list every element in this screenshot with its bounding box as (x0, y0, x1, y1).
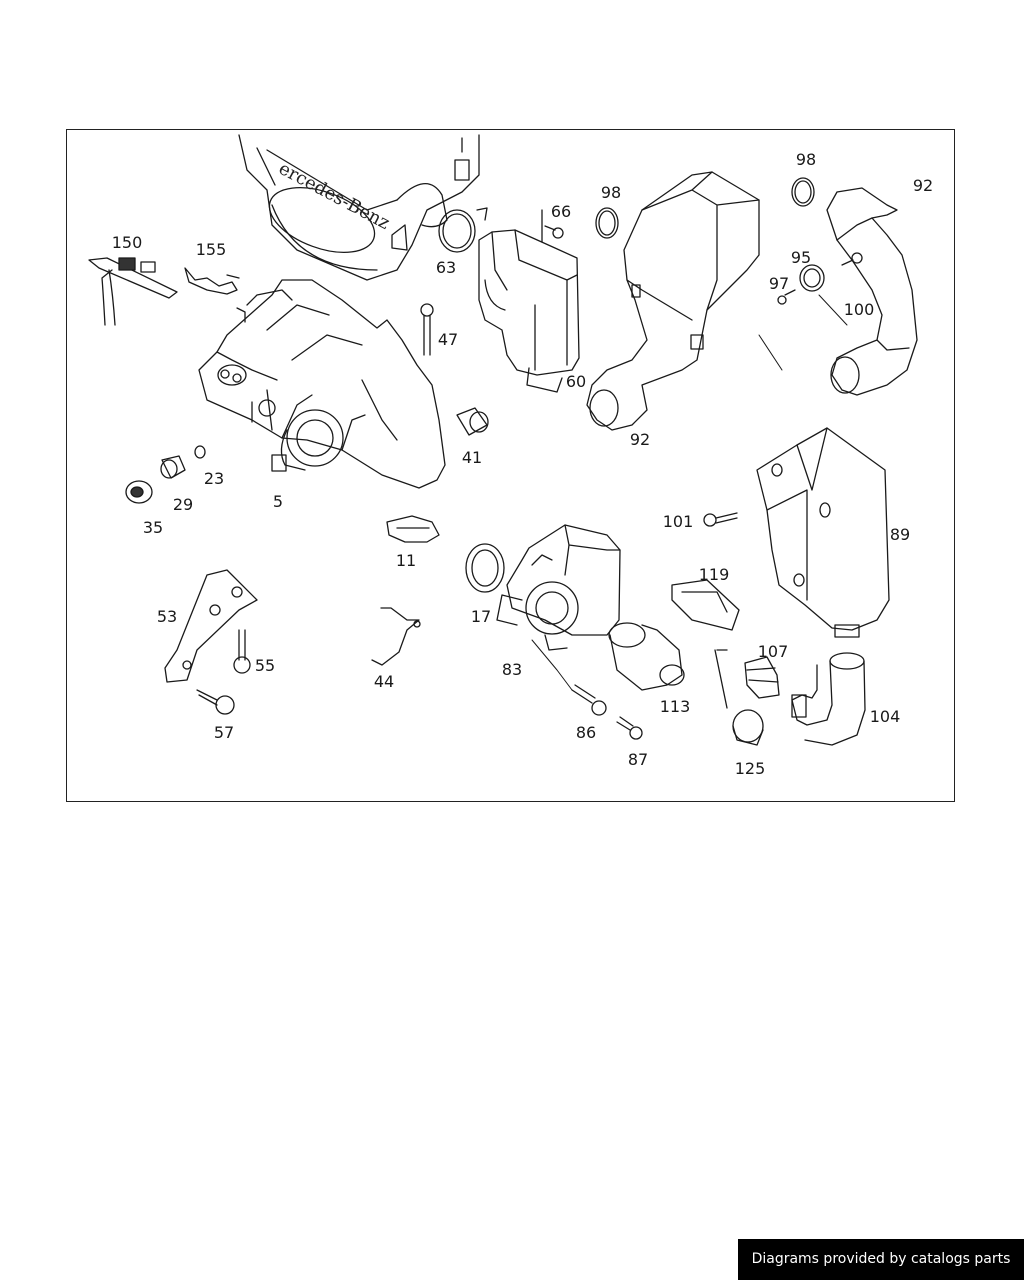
callout-35: 35 (142, 518, 164, 537)
callout-86: 86 (575, 723, 597, 742)
callout-119: 119 (698, 565, 730, 584)
callout-23: 23 (203, 469, 225, 488)
callout-17: 17 (470, 607, 492, 626)
part-47-bolt (420, 303, 434, 356)
part-86-bolt (571, 684, 607, 716)
callout-98-left: 98 (600, 183, 622, 202)
exploded-parts-drawing (88, 134, 918, 746)
part-113-pipe (608, 622, 728, 709)
callout-55: 55 (254, 656, 276, 675)
part-35-29-23 (125, 445, 206, 504)
callout-92-right: 92 (912, 176, 934, 195)
part-92-intake-duct-left (586, 171, 760, 431)
callout-66: 66 (550, 202, 572, 221)
part-89-cover (756, 427, 890, 638)
callout-83: 83 (501, 660, 523, 679)
part-150 (88, 257, 178, 326)
part-11-gasket (386, 515, 440, 543)
part-87-bolt (616, 716, 643, 740)
part-107-boot (744, 656, 780, 699)
callout-100: 100 (843, 300, 875, 319)
part-17-gasket (465, 543, 505, 593)
part-155 (184, 267, 240, 295)
part-92-intake-duct-right (777, 187, 918, 396)
callout-63: 63 (435, 258, 457, 277)
callout-57: 57 (213, 723, 235, 742)
callout-101: 101 (662, 512, 694, 531)
part-104-elbow (791, 652, 866, 746)
leader-lines (531, 209, 848, 691)
callout-97: 97 (768, 274, 790, 293)
part-53-bracket (164, 569, 258, 683)
part-63-seal (438, 209, 476, 253)
callout-89: 89 (889, 525, 911, 544)
part-5-intake-manifold (198, 279, 446, 489)
part-57-bolt (196, 689, 235, 715)
part-44-bracket (371, 607, 421, 666)
callout-47: 47 (437, 330, 459, 349)
footer-credit-badge: Diagrams provided by catalogs parts (738, 1239, 1024, 1280)
callout-107: 107 (757, 642, 789, 661)
part-98-seals (595, 177, 815, 239)
callout-95: 95 (790, 248, 812, 267)
part-101-bolt (703, 512, 738, 527)
part-125-cap (732, 709, 764, 746)
engine-cover (238, 134, 488, 281)
callout-60: 60 (565, 372, 587, 391)
callout-150: 150 (111, 233, 143, 252)
part-119-gasket (671, 579, 740, 631)
callout-113: 113 (659, 697, 691, 716)
callout-92-left: 92 (629, 430, 651, 449)
callout-5: 5 (272, 492, 284, 511)
callout-11: 11 (395, 551, 417, 570)
callout-104: 104 (869, 707, 901, 726)
callout-155: 155 (195, 240, 227, 259)
callout-87: 87 (627, 750, 649, 769)
part-83-throttle-body (496, 524, 621, 651)
part-41 (456, 407, 489, 436)
callout-29: 29 (172, 495, 194, 514)
callout-98-right: 98 (795, 150, 817, 169)
callout-53: 53 (156, 607, 178, 626)
parts-diagram: ercedes-Benz 150 155 63 66 98 98 92 95 9… (66, 129, 955, 802)
callout-44: 44 (373, 672, 395, 691)
part-55-bolt (233, 629, 251, 674)
callout-41: 41 (461, 448, 483, 467)
part-60-air-filter-housing (478, 209, 580, 393)
callout-125: 125 (734, 759, 766, 778)
